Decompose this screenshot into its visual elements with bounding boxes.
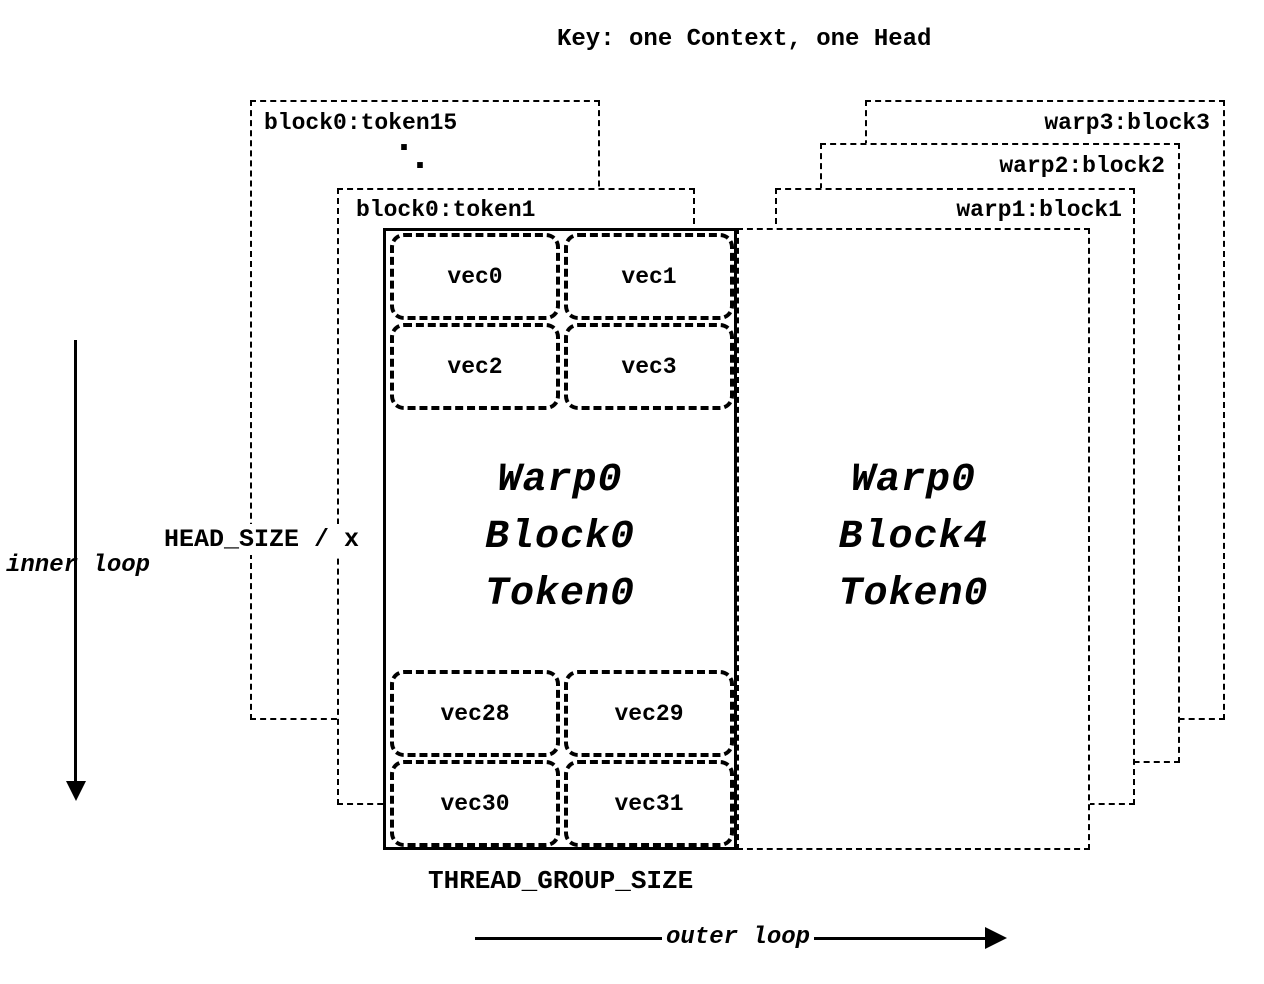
arrowhead-right-icon [985,927,1007,949]
token0-line: Token0 [484,572,636,617]
vec31-label: vec31 [614,790,684,817]
vec0-label: vec0 [447,263,503,290]
warp0-block0-token0-text: Warp0 Block0 Token0 [383,452,737,623]
vec28-label: vec28 [440,700,510,727]
inner-loop-arrow-line [74,340,77,783]
vec30-label: vec30 [440,790,510,817]
diagram-title: Key: one Context, one Head [557,26,932,53]
block0-token1-label: block0:token1 [356,197,536,223]
vec29-cell: vec29 [564,670,734,757]
warp2-block2-label: warp2:block2 [999,153,1165,179]
block0-token15-label: block0:token15 [264,110,458,136]
vec29-label: vec29 [614,700,684,727]
thread-group-size-label: THREAD_GROUP_SIZE [428,866,694,896]
warp3-block3-label: warp3:block3 [1044,110,1210,136]
vec0-cell: vec0 [390,233,560,320]
vec28-cell: vec28 [390,670,560,757]
ellipsis-dot: · [408,144,433,189]
head-size-label: HEAD_SIZE / x [160,524,364,555]
vec3-cell: vec3 [564,323,734,410]
vec30-cell: vec30 [390,760,560,847]
token0-line: Token0 [838,572,989,617]
vec31-cell: vec31 [564,760,734,847]
warp1-block1-label: warp1:block1 [956,197,1122,223]
vec3-label: vec3 [621,353,677,380]
warp0-line: Warp0 [497,458,623,503]
vec2-label: vec2 [447,353,503,380]
warp0-line: Warp0 [850,458,977,503]
vec1-label: vec1 [621,263,677,290]
outer-loop-label: outer loop [662,923,815,952]
arrowhead-down-icon [66,781,86,801]
block4-line: Block4 [838,515,989,560]
vec2-cell: vec2 [390,323,560,410]
inner-loop-label: inner loop [6,552,151,579]
warp0-block4-box [737,228,1090,850]
warp0-block4-token0-text: Warp0 Block4 Token0 [737,452,1090,623]
block0-line: Block0 [484,515,636,560]
vec1-cell: vec1 [564,233,734,320]
